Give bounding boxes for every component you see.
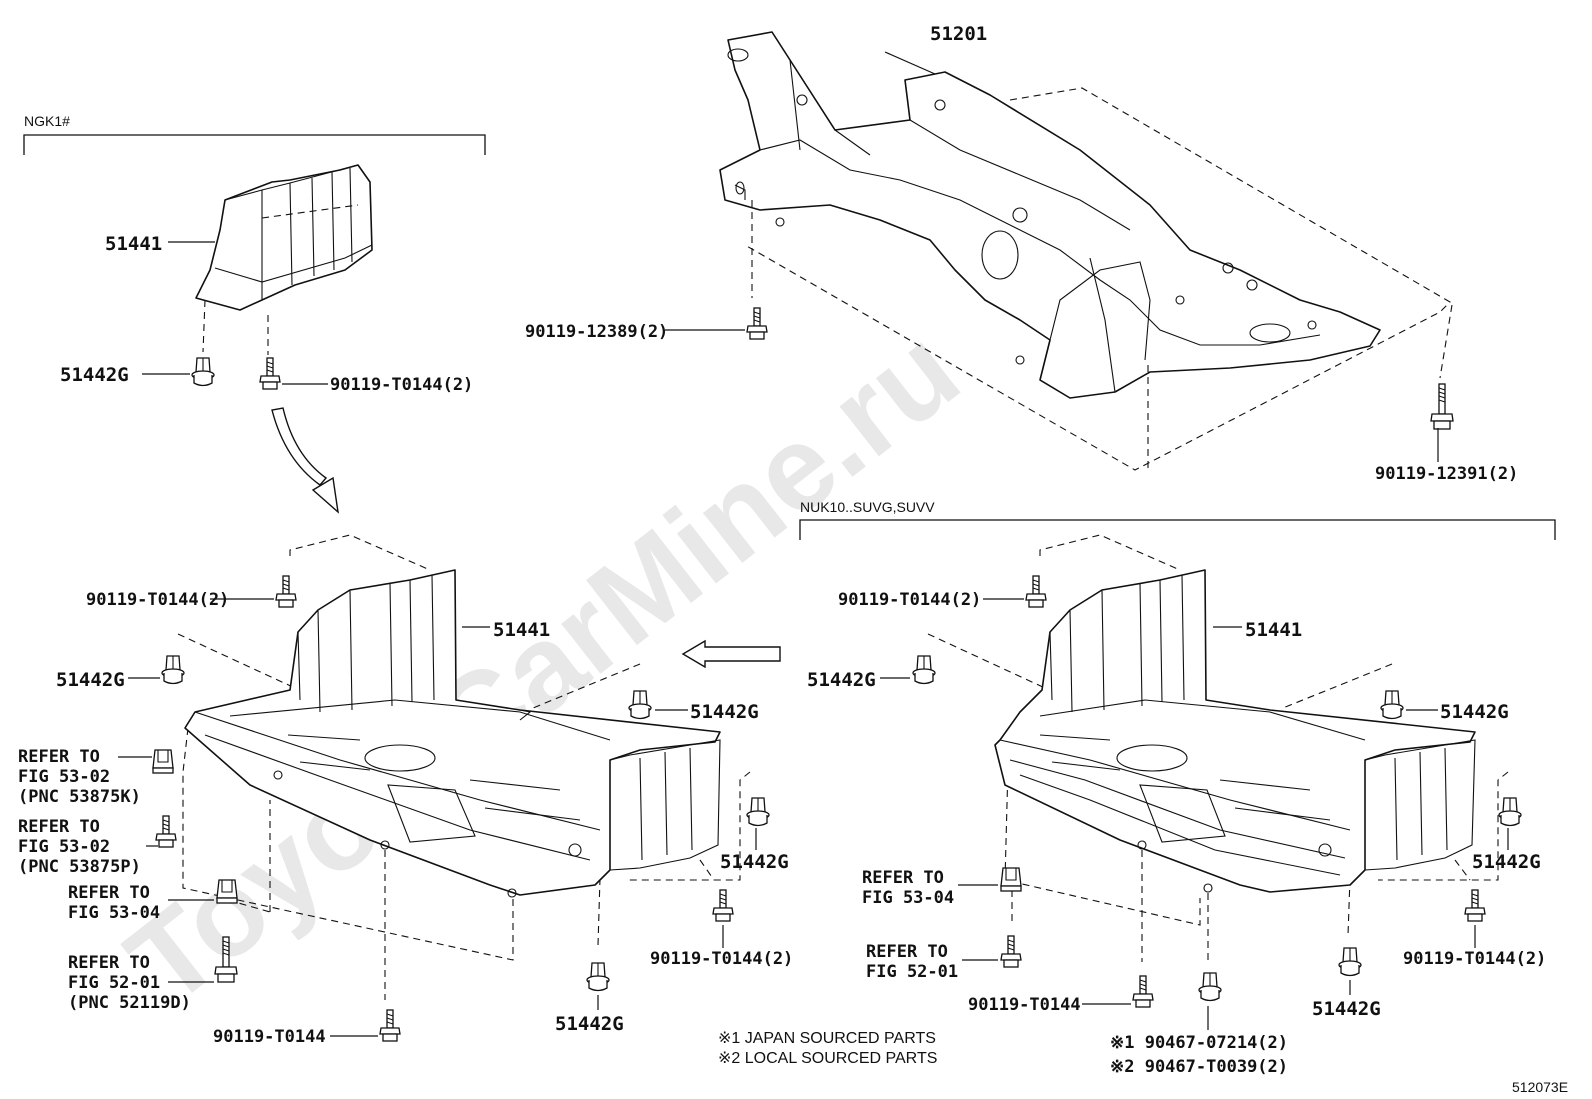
part-label-51442G-left: 51442G xyxy=(56,669,125,691)
clip-51442G-bottom-right xyxy=(1338,947,1362,977)
figure-code: 512073E xyxy=(1512,1079,1568,1095)
part-label-90119-T0144-right-right: 90119-T0144(2) xyxy=(1403,949,1546,969)
ref2-line3-left: (PNC 53875P) xyxy=(18,857,141,877)
crossmember-51201-drawing xyxy=(719,31,1381,399)
part-label-51441-right: 51441 xyxy=(1245,619,1302,641)
part-label-51442G-small: 51442G xyxy=(60,364,129,386)
ref1-line1-left: REFER TO xyxy=(18,747,100,767)
screw-53875P xyxy=(155,815,177,848)
screw-90119-T0144-bottom-right xyxy=(1132,975,1154,1008)
note-local-sourced: ※2 LOCAL SOURCED PARTS xyxy=(718,1050,937,1067)
left-arrow xyxy=(681,639,781,669)
ngk1-group: NGK1# 51441 51442G 90119-T0144(2) xyxy=(23,113,486,514)
clip-51442G-right-mid-right xyxy=(1498,797,1522,827)
part-label-51441-small: 51441 xyxy=(105,233,162,255)
clip-51442G-right-top-right xyxy=(1380,690,1404,720)
screw-90119-T0144-small xyxy=(259,357,281,390)
ref2-line2-right: FIG 52-01 xyxy=(866,962,958,982)
screw-90119-T0144-top-left xyxy=(275,575,297,608)
clip-51442G-right-top-left xyxy=(628,690,652,720)
part-label-51442G-right-mid-right: 51442G xyxy=(1472,851,1541,873)
ref1-line2-left: FIG 53-02 xyxy=(18,767,110,787)
crossmember-assembly: 51201 90119-12389(2) 90119-12391(2) xyxy=(525,23,1518,484)
part-label-90119-T0144-bottom-left: 90119-T0144 xyxy=(213,1027,326,1047)
group-label-nuk10: NUK10..SUVG,SUVV xyxy=(800,499,935,515)
ref3-line2-left: FIG 53-04 xyxy=(68,903,160,923)
clip-51442G-bottom-left xyxy=(586,962,610,992)
engine-under-cover-51441-right xyxy=(994,569,1476,893)
part-label-90119-12389: 90119-12389(2) xyxy=(525,322,668,342)
clip-90467-alt xyxy=(1198,972,1222,1002)
group-bracket-nuk10 xyxy=(799,519,1556,540)
part-label-90467-07214: ※1 90467-07214(2) xyxy=(1110,1033,1288,1053)
group-label-ngk1: NGK1# xyxy=(24,113,70,129)
screw-90119-T0144-right-right xyxy=(1464,889,1486,922)
screw-90119-T0144-bottom-left xyxy=(379,1009,401,1042)
bolt-90119-12389 xyxy=(746,307,768,340)
ref2-line1-left: REFER TO xyxy=(18,817,100,837)
crossmember-outline xyxy=(744,87,1451,471)
engine-under-cover-51441-left xyxy=(184,569,721,898)
ref4-line1-left: REFER TO xyxy=(68,953,150,973)
curved-arrow xyxy=(271,407,339,514)
part-label-51442G-right-top-left: 51442G xyxy=(690,701,759,723)
nut-53-04-right xyxy=(1000,867,1022,892)
screw-52-01-right xyxy=(1000,935,1022,968)
note-japan-sourced: ※1 JAPAN SOURCED PARTS xyxy=(718,1030,936,1047)
ref4-line2-left: FIG 52-01 xyxy=(68,973,160,993)
part-label-51201: 51201 xyxy=(930,23,987,45)
ref3-line1-left: REFER TO xyxy=(68,883,150,903)
ref2-line2-left: FIG 53-02 xyxy=(18,837,110,857)
side-cover-51441-small xyxy=(195,164,373,311)
part-label-51442G-bottom-left: 51442G xyxy=(555,1013,624,1035)
screw-90119-T0144-top-right xyxy=(1025,575,1047,608)
part-label-90119-T0144-small: 90119-T0144(2) xyxy=(330,375,473,395)
under-cover-assembly-left: 90119-T0144(2) 51441 51442G 51442G REFER… xyxy=(18,534,793,1047)
group-bracket-ngk1 xyxy=(23,134,486,155)
clip-51442G-left xyxy=(161,655,185,685)
part-label-51442G-bottom-right: 51442G xyxy=(1312,998,1381,1020)
nut-53875K xyxy=(152,749,174,774)
part-label-90119-T0144-top-right: 90119-T0144(2) xyxy=(838,590,981,610)
part-label-51442G-left-right: 51442G xyxy=(807,669,876,691)
ref1-line1-right: REFER TO xyxy=(862,868,944,888)
part-label-90119-12391: 90119-12391(2) xyxy=(1375,464,1518,484)
part-label-51441-left: 51441 xyxy=(493,619,550,641)
ref1-line3-left: (PNC 53875K) xyxy=(18,787,141,807)
part-label-90119-T0144-top-left: 90119-T0144(2) xyxy=(86,590,229,610)
nut-53-04-left xyxy=(216,879,238,904)
part-label-90467-T0039: ※2 90467-T0039(2) xyxy=(1110,1057,1288,1077)
clip-51442G-small xyxy=(191,357,215,387)
clip-51442G-right-mid-left xyxy=(746,797,770,827)
ref4-line3-left: (PNC 52119D) xyxy=(68,993,191,1013)
ref1-line2-right: FIG 53-04 xyxy=(862,888,954,908)
screw-90119-T0144-right-left xyxy=(712,889,734,922)
nuk10-group: NUK10..SUVG,SUVV xyxy=(799,499,1556,1077)
part-label-90119-T0144-bottom-right: 90119-T0144 xyxy=(968,995,1081,1015)
bolt-90119-12391 xyxy=(1430,383,1454,430)
part-label-51442G-right-mid-left: 51442G xyxy=(720,851,789,873)
ref2-line1-right: REFER TO xyxy=(866,942,948,962)
clip-51442G-left-right xyxy=(912,655,936,685)
watermark-text: ToyotaCarMine.ru xyxy=(104,302,983,1030)
part-label-90119-T0144-right-left: 90119-T0144(2) xyxy=(650,949,793,969)
part-label-51442G-right-top-right: 51442G xyxy=(1440,701,1509,723)
